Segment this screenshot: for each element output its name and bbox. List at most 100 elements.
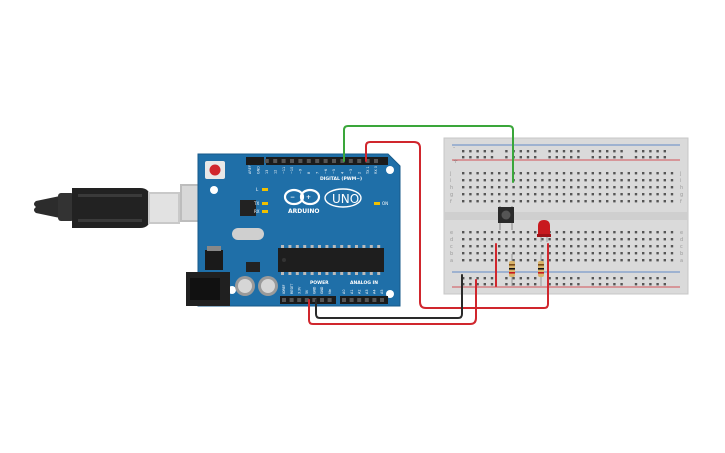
- mounting-hole: [210, 186, 218, 194]
- brand-label: ARDUINO: [288, 208, 319, 215]
- digital-pin-hole[interactable]: [348, 159, 353, 163]
- digital-pin-hole[interactable]: [298, 159, 303, 163]
- row-letter: d: [450, 237, 453, 243]
- row-letter: i: [680, 178, 681, 184]
- digital-pin-hole[interactable]: [365, 159, 370, 163]
- svg-text:+: +: [306, 194, 311, 201]
- resistor-1[interactable]: [509, 254, 515, 286]
- power-pin-hole[interactable]: [297, 298, 302, 302]
- power-pin-hole[interactable]: [327, 298, 332, 302]
- digital-pin-hole[interactable]: [273, 159, 278, 163]
- row-letter: c: [680, 244, 683, 250]
- reset-button[interactable]: [205, 161, 225, 179]
- analog-pin-hole[interactable]: [342, 298, 346, 302]
- row-letter: f: [450, 199, 452, 205]
- power-pin-hole[interactable]: [289, 298, 294, 302]
- digital-pin-hole[interactable]: [357, 159, 362, 163]
- digital-pin-hole[interactable]: [264, 159, 269, 163]
- digital-pin-label: TX 1: [366, 166, 370, 175]
- row-letter: f: [680, 199, 682, 205]
- row-letter: i: [450, 178, 451, 184]
- digital-pin-label: 7: [315, 172, 319, 174]
- row-letter: h: [450, 185, 453, 191]
- wire-black-gnd-to-rail[interactable]: [315, 274, 463, 319]
- pushbutton[interactable]: [498, 206, 514, 230]
- digital-pin-label: GND: [257, 166, 261, 174]
- svg-text:−: −: [290, 194, 295, 201]
- rail-plus-label: +: [453, 158, 458, 165]
- digital-pin-label: 12: [273, 170, 277, 174]
- digital-pin-label: ~5: [332, 169, 336, 174]
- row-letter: j: [679, 171, 681, 177]
- row-letter: c: [450, 244, 453, 250]
- analog-pin-hole[interactable]: [372, 298, 377, 302]
- analog-pin-label: A3: [365, 290, 369, 294]
- row-letter: g: [680, 192, 683, 198]
- digital-pin-hole[interactable]: [306, 159, 311, 163]
- power-pin-label: 3.3V: [297, 286, 301, 294]
- digital-pin-label: ~9: [299, 169, 303, 174]
- row-letter: b: [680, 251, 683, 257]
- power-pin-label: RESET: [290, 284, 294, 294]
- power-pin-hole[interactable]: [320, 298, 324, 302]
- wire-green-pin2-to-button[interactable]: [343, 125, 514, 183]
- power-pin-label: GND: [313, 286, 317, 294]
- digital-pin-hole[interactable]: [340, 159, 345, 163]
- led-l-label: L: [256, 187, 259, 192]
- analog-pin-hole[interactable]: [364, 298, 369, 302]
- power-jack: [186, 272, 230, 306]
- power-pin-hole[interactable]: [282, 298, 286, 302]
- digital-pin-label: ~6: [324, 169, 328, 174]
- row-letter: a: [680, 258, 683, 264]
- capacitor: [258, 276, 278, 296]
- analog-pin-hole[interactable]: [349, 298, 354, 302]
- digital-pin-hole[interactable]: [332, 159, 336, 163]
- row-letter: a: [450, 258, 453, 264]
- atmega-chip: [278, 245, 384, 275]
- digital-header-label: DIGITAL (PWM~): [320, 176, 362, 182]
- analog-pin-label: A0: [342, 290, 346, 294]
- mounting-hole: [386, 166, 394, 174]
- analog-pin-label: A4: [373, 290, 377, 294]
- model-label: UNO: [332, 192, 359, 206]
- red-led[interactable]: [537, 220, 551, 242]
- analog-header-label: ANALOG IN: [350, 280, 378, 286]
- power-pin-hole[interactable]: [304, 298, 309, 302]
- rail-minus-label: -: [453, 144, 455, 151]
- wire-red-5v-to-rail[interactable]: [308, 279, 477, 325]
- analog-pin-label: A2: [357, 290, 361, 294]
- arduino-logo: − + ARDUINO UNO: [283, 188, 362, 215]
- digital-pin-hole[interactable]: [281, 159, 286, 163]
- digital-pin-label: ~3: [349, 169, 353, 174]
- digital-pin-hole[interactable]: [290, 159, 294, 163]
- row-letter: b: [450, 251, 453, 257]
- power-header-label: POWER: [310, 280, 329, 286]
- resistor-2[interactable]: [538, 254, 544, 286]
- usb-cable[interactable]: [34, 184, 224, 228]
- analog-pin-label: A5: [380, 290, 384, 294]
- analog-pin-label: A1: [350, 290, 354, 294]
- status-leds: L TX RX ON: [253, 187, 388, 214]
- digital-pin-label: 2: [357, 172, 361, 174]
- row-letter: e: [450, 230, 453, 236]
- wire-red-pin-to-breadboard[interactable]: [365, 141, 549, 309]
- row-letter: e: [680, 230, 683, 236]
- analog-pin-hole[interactable]: [380, 298, 384, 302]
- power-pin-hole[interactable]: [312, 298, 317, 302]
- led-tx-label: TX: [253, 201, 259, 206]
- voltage-regulator: [205, 250, 223, 270]
- digital-pin-label: ~11: [282, 167, 286, 174]
- analog-pin-hole[interactable]: [357, 298, 362, 302]
- led-rx-label: RX: [254, 209, 260, 214]
- center-channel: [444, 212, 688, 220]
- power-pin-label: Vin: [328, 289, 332, 294]
- digital-pin-hole[interactable]: [374, 159, 378, 163]
- crystal-oscillator: [232, 228, 264, 240]
- digital-pin-hole[interactable]: [315, 159, 320, 163]
- digital-pin-hole[interactable]: [323, 159, 328, 163]
